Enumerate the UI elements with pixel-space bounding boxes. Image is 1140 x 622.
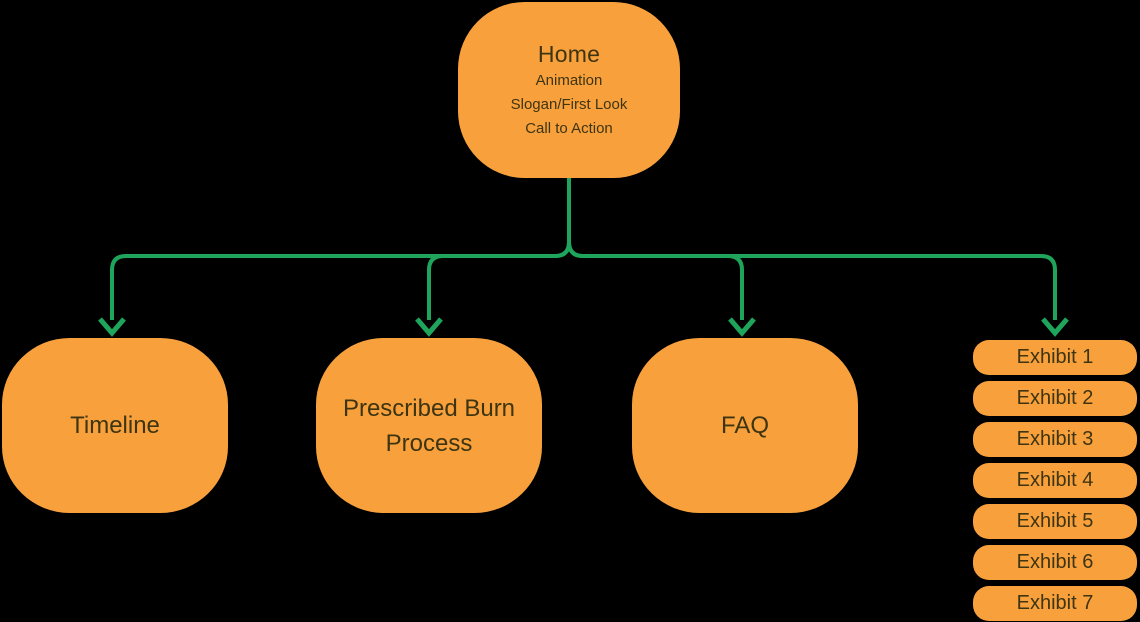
exhibit-pill-7: Exhibit 7 bbox=[973, 586, 1137, 621]
exhibit-pill-6: Exhibit 6 bbox=[973, 545, 1137, 580]
exhibit-pill-3: Exhibit 3 bbox=[973, 422, 1137, 457]
arrowhead-faq-icon bbox=[728, 317, 756, 337]
connector-home-to-burn-process bbox=[427, 176, 571, 320]
node-prescribed-burn-process-label: Prescribed Burn Process bbox=[342, 394, 516, 457]
node-faq-label: FAQ bbox=[720, 412, 769, 439]
exhibit-pill-5: Exhibit 5 bbox=[973, 504, 1137, 539]
connector-home-to-exhibits bbox=[567, 176, 1057, 320]
node-home: Home Animation Slogan/First Look Call to… bbox=[458, 2, 680, 178]
node-prescribed-burn-process: Prescribed Burn Process bbox=[316, 338, 542, 513]
connector-home-to-timeline bbox=[110, 176, 571, 320]
home-subitem-animation: Animation bbox=[535, 72, 603, 89]
connector-home-to-faq bbox=[567, 176, 744, 320]
arrowhead-timeline-icon bbox=[98, 317, 126, 337]
node-timeline-label: Timeline bbox=[70, 412, 160, 439]
exhibit-pill-2: Exhibit 2 bbox=[973, 381, 1137, 416]
node-timeline: Timeline bbox=[2, 338, 228, 513]
node-faq: FAQ bbox=[632, 338, 858, 513]
home-subitem-slogan-first-look: Slogan/First Look bbox=[510, 96, 628, 113]
arrowhead-exhibits-icon bbox=[1041, 317, 1069, 337]
exhibit-pill-1: Exhibit 1 bbox=[973, 340, 1137, 375]
home-title: Home bbox=[537, 41, 601, 67]
arrowhead-burn-process-icon bbox=[415, 317, 443, 337]
exhibit-stack: Exhibit 1 Exhibit 2 Exhibit 3 Exhibit 4 … bbox=[973, 340, 1137, 621]
home-subitem-call-to-action: Call to Action bbox=[525, 120, 613, 137]
exhibit-pill-4: Exhibit 4 bbox=[973, 463, 1137, 498]
